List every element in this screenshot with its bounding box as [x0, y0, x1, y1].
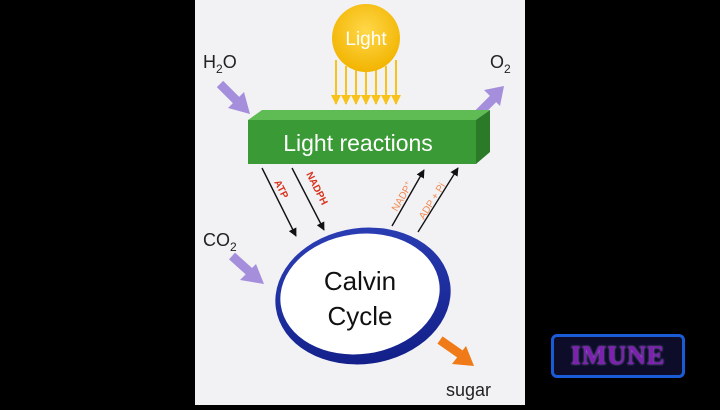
light-reactions-box [248, 110, 490, 164]
sugar-output-arrow [437, 336, 474, 366]
co2-input-arrow [228, 252, 264, 284]
co2-label: CO2 [203, 230, 237, 254]
channel-watermark: IMUNE [551, 334, 685, 378]
sun-label: Light [345, 29, 387, 50]
sugar-label: sugar [446, 380, 491, 400]
adp-pi-arrow [417, 167, 459, 233]
water-label: H2O [203, 52, 237, 76]
light-reactions-label: Light reactions [283, 130, 433, 156]
nadp-arrow [391, 169, 425, 227]
calvin-cycle-ring [275, 227, 451, 365]
atp-arrow [261, 167, 297, 237]
sun-rays [331, 60, 401, 105]
water-input-arrow [216, 80, 250, 114]
oxygen-label: O2 [490, 52, 511, 76]
nadph-arrow [291, 167, 325, 231]
calvin-cycle-title: Calvin [324, 266, 396, 296]
calvin-cycle-subtitle: Cycle [327, 301, 392, 331]
sun-icon [332, 4, 400, 72]
watermark-text: IMUNE [570, 341, 666, 370]
